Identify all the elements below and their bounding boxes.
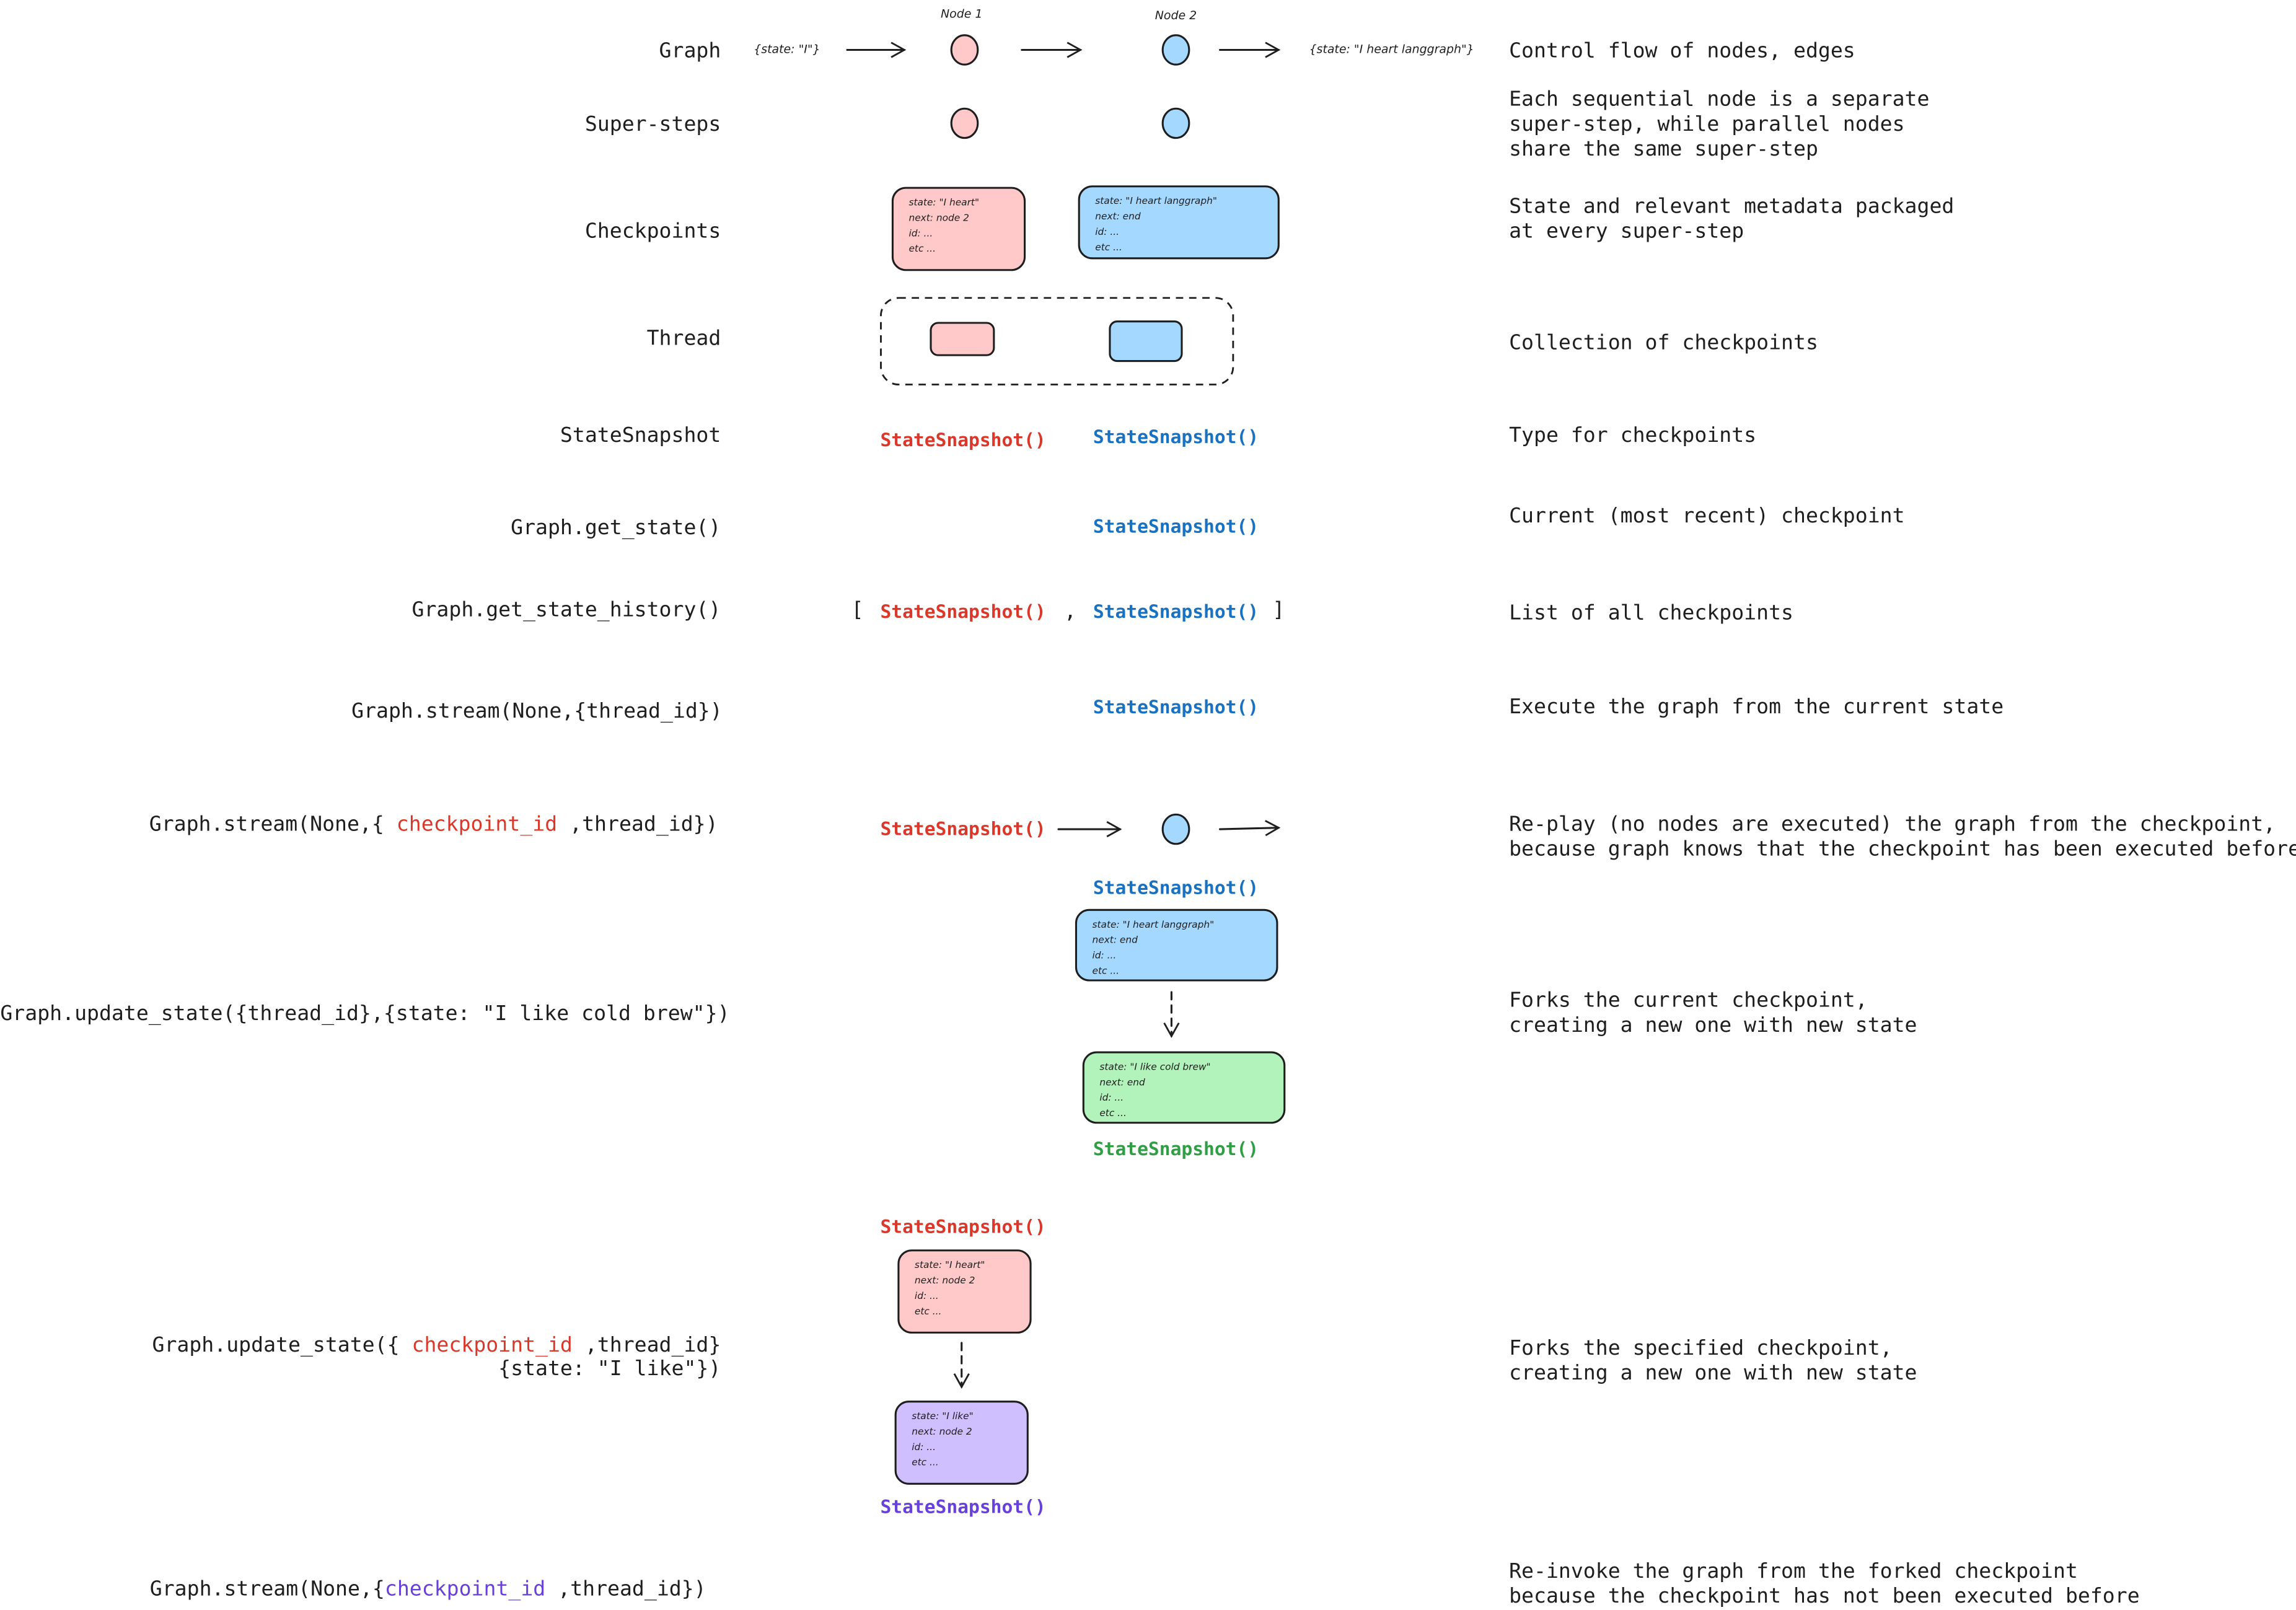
description-stream: Execute the graph from the current state [1509,694,2004,718]
label-update-state-line2: {state: "I like"}) [498,1356,721,1380]
checkpoint-id-red: checkpoint_id [397,811,557,836]
card-box [1075,908,1278,982]
graph-input: {state: "I"} [754,42,820,56]
snapshot-update-new: StateSnapshot() [1093,1138,1259,1159]
snapshot-stream: StateSnapshot() [1093,697,1259,718]
description-replay: because graph knows that the checkpoint … [1509,837,2296,861]
card-line: next: node 2 [908,212,969,223]
description-update: Forks the current checkpoint, [1509,988,1868,1012]
card-line: id: ... [1093,949,1117,961]
snapshot-blue: StateSnapshot() [1093,426,1259,447]
card-line: etc ... [1093,965,1120,976]
card-box [1078,185,1280,260]
card-line: id: ... [912,1441,936,1453]
node2-label: Node 2 [1155,9,1197,22]
description-thread: Collection of checkpoints [1509,330,1818,354]
bracket-open: [ [851,597,864,622]
checkpoint-card-coldbrew: state: "I like cold brew" next: end id: ..… [1082,1051,1286,1124]
description-supersteps: share the same super-step [1509,136,1818,161]
graph-output: {state: "I heart langgraph"} [1309,42,1474,56]
replay-node-circle [1161,813,1190,845]
card-box [1082,1051,1286,1124]
card-line: etc ... [908,243,936,254]
checkpoint-card-langgraph: state: "I heart langgraph" next: end id: .… [1075,908,1278,982]
description-history: List of all checkpoints [1509,600,1793,624]
card-line: etc ... [915,1306,942,1317]
edge-arrow [1219,820,1281,837]
card-line: state: "I heart langgraph" [1093,919,1215,930]
label-graph: Graph [659,38,721,62]
snapshot-replay: StateSnapshot() [880,819,1045,840]
bracket-close: ] [1272,597,1285,622]
label-statesnapshot: StateSnapshot [560,423,721,447]
snapshot-update-current: StateSnapshot() [1093,877,1259,898]
label-update-state-checkpoint: Graph.update_state({ checkpoint_id ,thre… [152,1332,721,1357]
card-line: id: ... [908,227,933,239]
description-statesnapshot: Type for checkpoints [1509,423,1756,447]
superstep2-circle [1161,107,1190,139]
card-line: id: ... [1099,1092,1124,1103]
card-line: next: node 2 [912,1426,972,1437]
node1-label: Node 1 [941,7,983,20]
snapshot-fork-new: StateSnapshot() [880,1497,1045,1518]
label-reinvoke: Graph.stream(None,{checkpoint_id ,thread… [150,1576,706,1601]
card-line: next: node 2 [915,1275,975,1286]
checkpoint-cards: state: "I heart" next: node 2 id: ... etc .… [891,185,1286,1485]
snapshot-red: StateSnapshot() [880,429,1045,451]
node2-circle [1161,34,1190,66]
card-box [897,1249,1032,1334]
card-box [891,187,1026,271]
description-checkpoints: at every super-step [1509,219,1744,243]
label-update-state: Graph.update_state({thread_id},{state: "… [0,1001,729,1026]
label-checkpoints: Checkpoints [585,219,721,243]
label-get-state-history: Graph.get_state_history() [412,597,721,622]
description-replay: Re-play (no nodes are executed) the grap… [1509,811,2276,835]
checkpoint-card-heart: state: "I heart" next: node 2 id: ... etc .… [891,187,1026,271]
thread-checkpoint-1 [930,322,995,356]
description-graph: Control flow of nodes, edges [1509,38,1855,62]
card-line: next: end [1093,935,1138,946]
card-line: state: "I like" [912,1410,974,1422]
snapshot-history-blue: StateSnapshot() [1093,601,1259,622]
description-reinvoke: because the checkpoint has not been exec… [1509,1583,2140,1608]
description-checkpoints: State and relevant metadata packaged [1509,193,1954,218]
card-line: etc ... [1095,242,1122,253]
label-stream: Graph.stream(None,{thread_id}) [351,698,723,723]
thread-container [880,297,1234,385]
description-update: creating a new one with new state [1509,1013,1917,1037]
comma: , [1064,599,1076,623]
description-update-cp: creating a new one with new state [1509,1360,1917,1384]
label-supersteps: Super-steps [585,112,721,136]
card-line: state: "I heart" [908,197,979,208]
superstep1-circle [950,107,979,139]
snapshot-history-red: StateSnapshot() [880,601,1045,622]
description-supersteps: Each sequential node is a separate [1509,87,1929,111]
snapshot-fork-source: StateSnapshot() [880,1216,1045,1237]
label-thread: Thread [647,326,721,350]
card-line: id: ... [915,1290,939,1301]
node1-circle [950,34,979,66]
description-reinvoke: Re-invoke the graph from the forked chec… [1509,1559,2078,1583]
card-line: next: end [1099,1076,1145,1088]
card-line: next: end [1095,211,1141,222]
card-line: etc ... [1099,1107,1127,1119]
card-line: state: "I like cold brew" [1099,1061,1210,1072]
checkpoint-card-ilike: state: "I like" next: node 2 id: ... etc ..… [894,1401,1029,1485]
description-get-state: Current (most recent) checkpoint [1509,503,1904,527]
checkpoint-card-heart: state: "I heart" next: node 2 id: ... etc .… [897,1249,1032,1334]
snapshot-get-state: StateSnapshot() [1093,516,1259,537]
card-line: state: "I heart langgraph" [1095,195,1217,206]
label-replay: Graph.stream(None,{ checkpoint_id ,threa… [149,811,718,836]
card-box [894,1401,1029,1485]
card-line: id: ... [1095,226,1119,237]
thread-checkpoint-2 [1109,320,1183,363]
checkpoint-card-langgraph: state: "I heart langgraph" next: end id: .… [1078,185,1280,260]
card-line: state: "I heart" [915,1259,985,1270]
card-line: etc ... [912,1457,939,1468]
description-update-cp: Forks the specified checkpoint, [1509,1335,1893,1360]
description-supersteps: super-step, while parallel nodes [1509,112,1904,136]
label-get-state: Graph.get_state() [511,515,721,540]
